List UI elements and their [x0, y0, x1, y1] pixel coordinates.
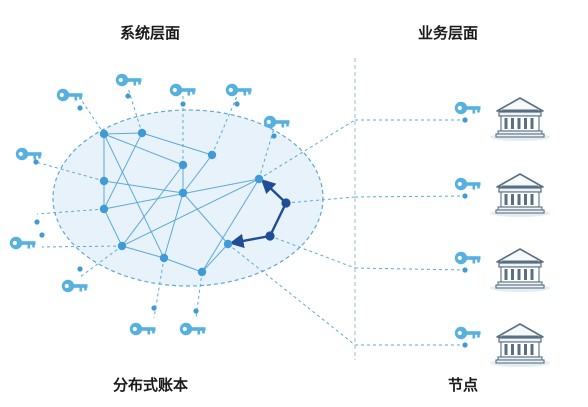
distributed-ledger-label: 分布式账本	[113, 376, 189, 394]
key-icon	[129, 322, 156, 336]
node-label: 节点	[448, 376, 479, 394]
bank-buildings	[489, 97, 551, 368]
key-icon	[15, 147, 42, 161]
path-nodes	[265, 198, 291, 241]
key-icon	[454, 251, 481, 265]
key-icon	[263, 115, 290, 129]
key-icon	[454, 101, 481, 115]
key-icon	[179, 322, 206, 336]
bank-building-icon	[489, 323, 551, 368]
key-icon	[56, 88, 83, 102]
key-icon	[454, 326, 481, 340]
bank-building-icon	[489, 173, 551, 218]
transaction-path	[229, 179, 288, 248]
network-nodes	[99, 128, 264, 277]
key-icon	[61, 279, 88, 293]
business-layer-label: 业务层面	[418, 24, 479, 42]
key-icon	[225, 83, 252, 97]
key-icon	[115, 73, 142, 87]
bank-building-icon	[489, 248, 551, 293]
key-icon	[454, 177, 481, 191]
network-connections	[103, 132, 260, 273]
business-connections	[227, 119, 466, 346]
key-icon	[169, 83, 196, 97]
system-layer-label: 系统层面	[120, 24, 181, 42]
business-keys	[454, 101, 481, 340]
key-dots	[33, 93, 468, 348]
key-icon	[9, 236, 36, 250]
bank-building-icon	[489, 97, 551, 142]
